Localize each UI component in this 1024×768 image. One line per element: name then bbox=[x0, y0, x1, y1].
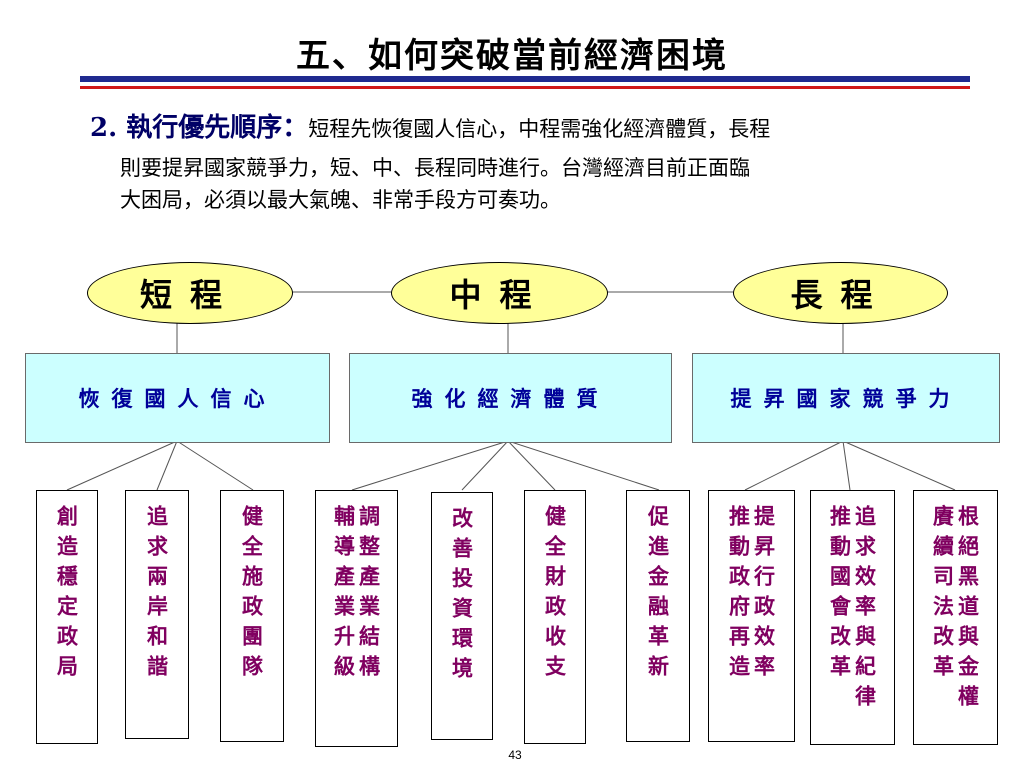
item-text-left: 推動政府再造 bbox=[726, 505, 752, 685]
item-text-left: 賡續司法改革 bbox=[930, 505, 956, 685]
item-text-left: 輔導產業升級 bbox=[331, 505, 357, 685]
goal-long-term: 提昇國家競爭力 bbox=[692, 353, 1000, 443]
item-short-3: 健全施政團隊 bbox=[220, 490, 284, 742]
item-mid-2: 改善投資環境 bbox=[431, 492, 493, 740]
item-text: 創造穩定政局 bbox=[54, 505, 80, 685]
intro-text-1: 短程先恢復國人信心，中程需強化經濟體質，長程 bbox=[308, 117, 771, 141]
item-text: 健全施政團隊 bbox=[239, 505, 265, 685]
item-text: 健全財政收支 bbox=[542, 505, 568, 685]
item-text-left: 推動國會改革 bbox=[827, 505, 853, 685]
intro-line-3: 大困局，必須以最大氣魄、非常手段方可奏功。 bbox=[120, 188, 561, 212]
title-underline-blue bbox=[80, 76, 970, 82]
item-text: 促進金融革新 bbox=[645, 505, 671, 685]
item-text-right: 提昇行政效率 bbox=[751, 505, 777, 685]
item-text-right: 追求效率與紀律 bbox=[852, 505, 878, 715]
stage-short-term: 短程 bbox=[87, 262, 293, 324]
item-mid-1: 調整產業結構 輔導產業升級 bbox=[315, 490, 398, 747]
item-text: 改善投資環境 bbox=[449, 507, 475, 687]
intro-line-1: 2. 執行優先順序：短程先恢復國人信心，中程需強化經濟體質，長程 bbox=[90, 112, 770, 145]
item-text: 追求兩岸和諧 bbox=[144, 505, 170, 685]
item-mid-4: 促進金融革新 bbox=[626, 490, 690, 742]
item-text-right: 根絕黑道與金權 bbox=[955, 505, 981, 715]
item-mid-3: 健全財政收支 bbox=[524, 490, 586, 744]
stage-long-term: 長程 bbox=[733, 262, 948, 324]
item-long-3: 根絕黑道與金權 賡續司法改革 bbox=[913, 490, 998, 745]
item-long-2: 追求效率與紀律 推動國會改革 bbox=[810, 490, 895, 745]
page-number: 43 bbox=[508, 748, 522, 762]
item-short-2: 追求兩岸和諧 bbox=[125, 490, 189, 739]
goal-short-term: 恢復國人信心 bbox=[25, 353, 330, 443]
intro-lead: 2. 執行優先順序： bbox=[90, 113, 309, 143]
page-title: 五、如何突破當前經濟困境 bbox=[296, 36, 728, 76]
goal-mid-term: 強化經濟體質 bbox=[349, 353, 672, 443]
item-short-1: 創造穩定政局 bbox=[36, 490, 98, 744]
title-underline-red bbox=[80, 86, 970, 89]
item-long-1: 提昇行政效率 推動政府再造 bbox=[708, 490, 795, 742]
intro-line-2: 則要提昇國家競爭力，短、中、長程同時進行。台灣經濟目前正面臨 bbox=[120, 156, 750, 180]
item-text-right: 調整產業結構 bbox=[356, 505, 382, 685]
stage-mid-term: 中程 bbox=[391, 262, 608, 324]
